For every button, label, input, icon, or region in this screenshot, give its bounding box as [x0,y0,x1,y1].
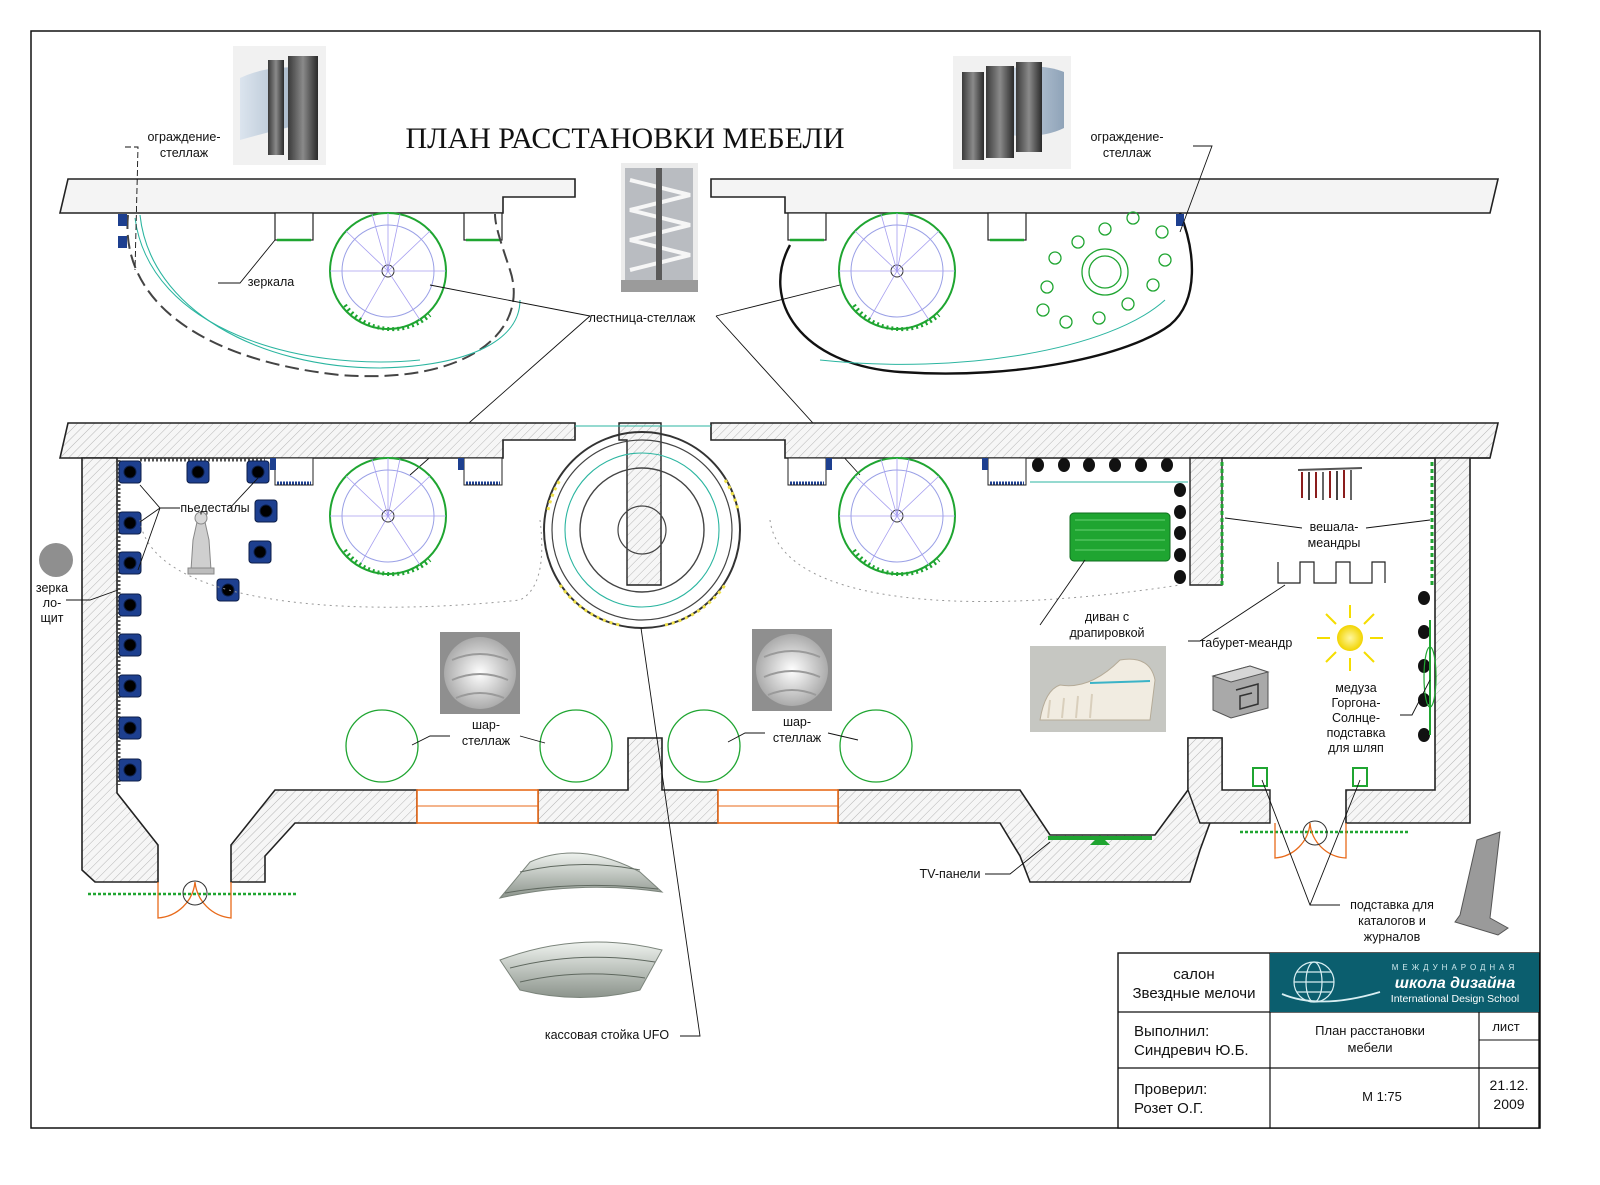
label-pedestals: пьедесталы [180,501,249,515]
ground-floor-plan [39,422,1500,919]
scale: М 1:75 [1362,1089,1402,1104]
pedestals [118,460,278,782]
ufo-photo [499,941,663,998]
svg-text:подставка: подставка [1327,726,1386,740]
label-railing-right: ограждение- [1090,130,1163,144]
label-mirror-shield: зерка [36,581,68,595]
ball-shelf-photo [440,632,520,714]
svg-text:щит: щит [41,611,64,625]
svg-text:мебели: мебели [1348,1040,1393,1055]
meander-stools [1277,561,1386,584]
entrance-door-left [88,880,298,919]
sheet-label: лист [1492,1019,1519,1034]
upper-floor-plan [58,178,1500,378]
svg-text:меандры: меандры [1308,536,1361,550]
railing-photo [953,56,1071,169]
label-stool: табурет-меандр [1200,636,1293,650]
ground-wall-top-right [710,422,1500,459]
svg-text:ло-: ло- [43,596,62,610]
sofa [1069,512,1171,562]
railing-right [779,212,1194,375]
svg-text:Синдревич Ю.Б.: Синдревич Ю.Б. [1134,1042,1249,1059]
label-stair-shelf: лестница-стеллаж [589,311,696,325]
hat-holders [1032,458,1430,742]
pedestal-ring-upper [1036,211,1172,329]
sheet-title: План расстановки [1315,1023,1425,1038]
svg-text:International Design School: International Design School [1391,993,1519,1005]
sun-icon [1317,605,1383,671]
svg-text:Розет О.Г.: Розет О.Г. [1134,1100,1203,1117]
title-block: МЕЖДУНАРОДНАЯ школа дизайна Internationa… [1117,952,1540,1129]
svg-text:драпировкой: драпировкой [1069,626,1144,640]
svg-text:Солнце-: Солнце- [1332,711,1380,725]
checked-by: Проверил: [1134,1081,1207,1098]
label-railing-left: ограждение- [147,130,220,144]
statue-icon [187,511,215,575]
ufo-photo [498,852,664,899]
sofa-photo [1030,646,1166,732]
svg-text:Горгона-: Горгона- [1331,696,1380,710]
railing-left [126,213,515,378]
label-sofa: диван с [1085,610,1129,624]
label-cashier: кассовая стойка UFO [545,1028,670,1042]
label-catalog-stand: подставка для [1350,898,1434,912]
upper-wall-right [710,178,1500,214]
stair-photo [621,163,698,292]
svg-text:стеллаж: стеллаж [160,146,209,160]
svg-text:стеллаж: стеллаж [773,731,822,745]
cashier-desk-ufo [543,431,741,629]
svg-text:МЕЖДУНАРОДНАЯ: МЕЖДУНАРОДНАЯ [1392,963,1519,972]
ground-wall-left [81,457,159,883]
svg-text:для шляп: для шляп [1328,741,1384,755]
spiral-stair-upper-left [329,212,447,332]
label-ball-shelf-1: шар- [472,718,500,732]
entrance-door-right [1240,820,1410,859]
hangers-photo [1297,467,1363,500]
svg-text:Звездные мелочи: Звездные мелочи [1132,985,1255,1002]
project-name: салон [1173,966,1214,983]
svg-text:школа дизайна: школа дизайна [1395,975,1516,992]
svg-text:журналов: журналов [1364,930,1421,944]
mirror-shield-icon [39,543,73,577]
label-medusa: медуза [1335,681,1377,695]
svg-text:стеллаж: стеллаж [462,734,511,748]
date: 21.12. [1490,1077,1529,1093]
globe-logo-icon [1281,961,1381,1003]
sheet-frame [30,30,1541,1129]
ground-wall-top-left [58,422,576,459]
svg-text:стеллаж: стеллаж [1103,146,1152,160]
spiral-stair-ground-right [838,457,956,577]
performed-by: Выполнил: [1134,1023,1209,1040]
spiral-stair-ground-left [329,457,447,577]
label-tv: TV-панели [920,867,981,881]
label-mirrors: зеркала [248,275,294,289]
svg-text:2009: 2009 [1493,1096,1524,1112]
spiral-stair-upper-right [838,212,956,332]
ball-shelf-photo [752,629,832,711]
ball-shelves [345,709,913,783]
upper-wall-left [58,178,576,214]
stool-photo [1211,665,1270,719]
label-ball-shelf-2: шар- [783,715,811,729]
page-title: ПЛАН РАССТАНОВКИ МЕБЕЛИ [405,122,844,155]
railing-photo [233,46,326,165]
catalog-stand-photo [1454,831,1509,936]
label-hangers: вешала- [1310,520,1359,534]
ground-wall-bottom-1 [230,789,418,883]
svg-text:каталогов и: каталогов и [1358,914,1426,928]
